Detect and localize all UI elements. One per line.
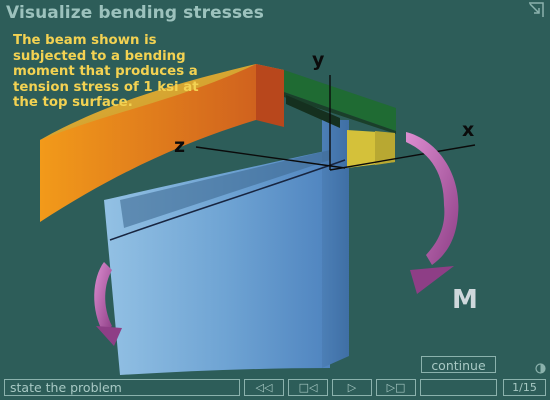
page-title: Visualize bending stresses xyxy=(6,3,265,23)
z-axis-line xyxy=(195,146,346,169)
page-total: /15 xyxy=(519,381,537,394)
previous-step-button[interactable]: □◁ xyxy=(288,379,328,396)
moment-arrow-left xyxy=(94,262,112,334)
x-axis-line xyxy=(329,144,476,171)
next-step-button[interactable]: ▷ xyxy=(332,379,372,396)
step-description-field: state the problem xyxy=(4,379,240,396)
z-axis-label: z xyxy=(174,135,186,157)
moment-label: M xyxy=(452,285,478,315)
continue-button[interactable]: continue xyxy=(421,356,496,373)
beam-front-flange xyxy=(40,64,256,222)
moment-arrow-right xyxy=(406,132,459,265)
last-step-button[interactable]: ▷□ xyxy=(376,379,416,396)
neutral-axis-curve xyxy=(109,159,346,241)
x-axis-label: x xyxy=(462,119,475,141)
problem-statement: The beam shown is subjected to a bending… xyxy=(13,33,199,111)
navigation-bar: state the problem ◁◁ □◁ ▷ ▷□ 1/15 xyxy=(0,377,550,400)
corner-expand-icon[interactable] xyxy=(527,1,545,19)
first-step-button[interactable]: ◁◁ xyxy=(244,379,284,396)
page-indicator: 1/15 xyxy=(503,379,546,396)
beam-green-flange xyxy=(284,70,396,131)
y-axis-label: y xyxy=(312,49,325,71)
step-input-field[interactable] xyxy=(420,379,497,396)
page-current: 1 xyxy=(512,381,520,394)
beam-body-side xyxy=(322,120,349,368)
contrast-icon[interactable] xyxy=(535,363,546,374)
